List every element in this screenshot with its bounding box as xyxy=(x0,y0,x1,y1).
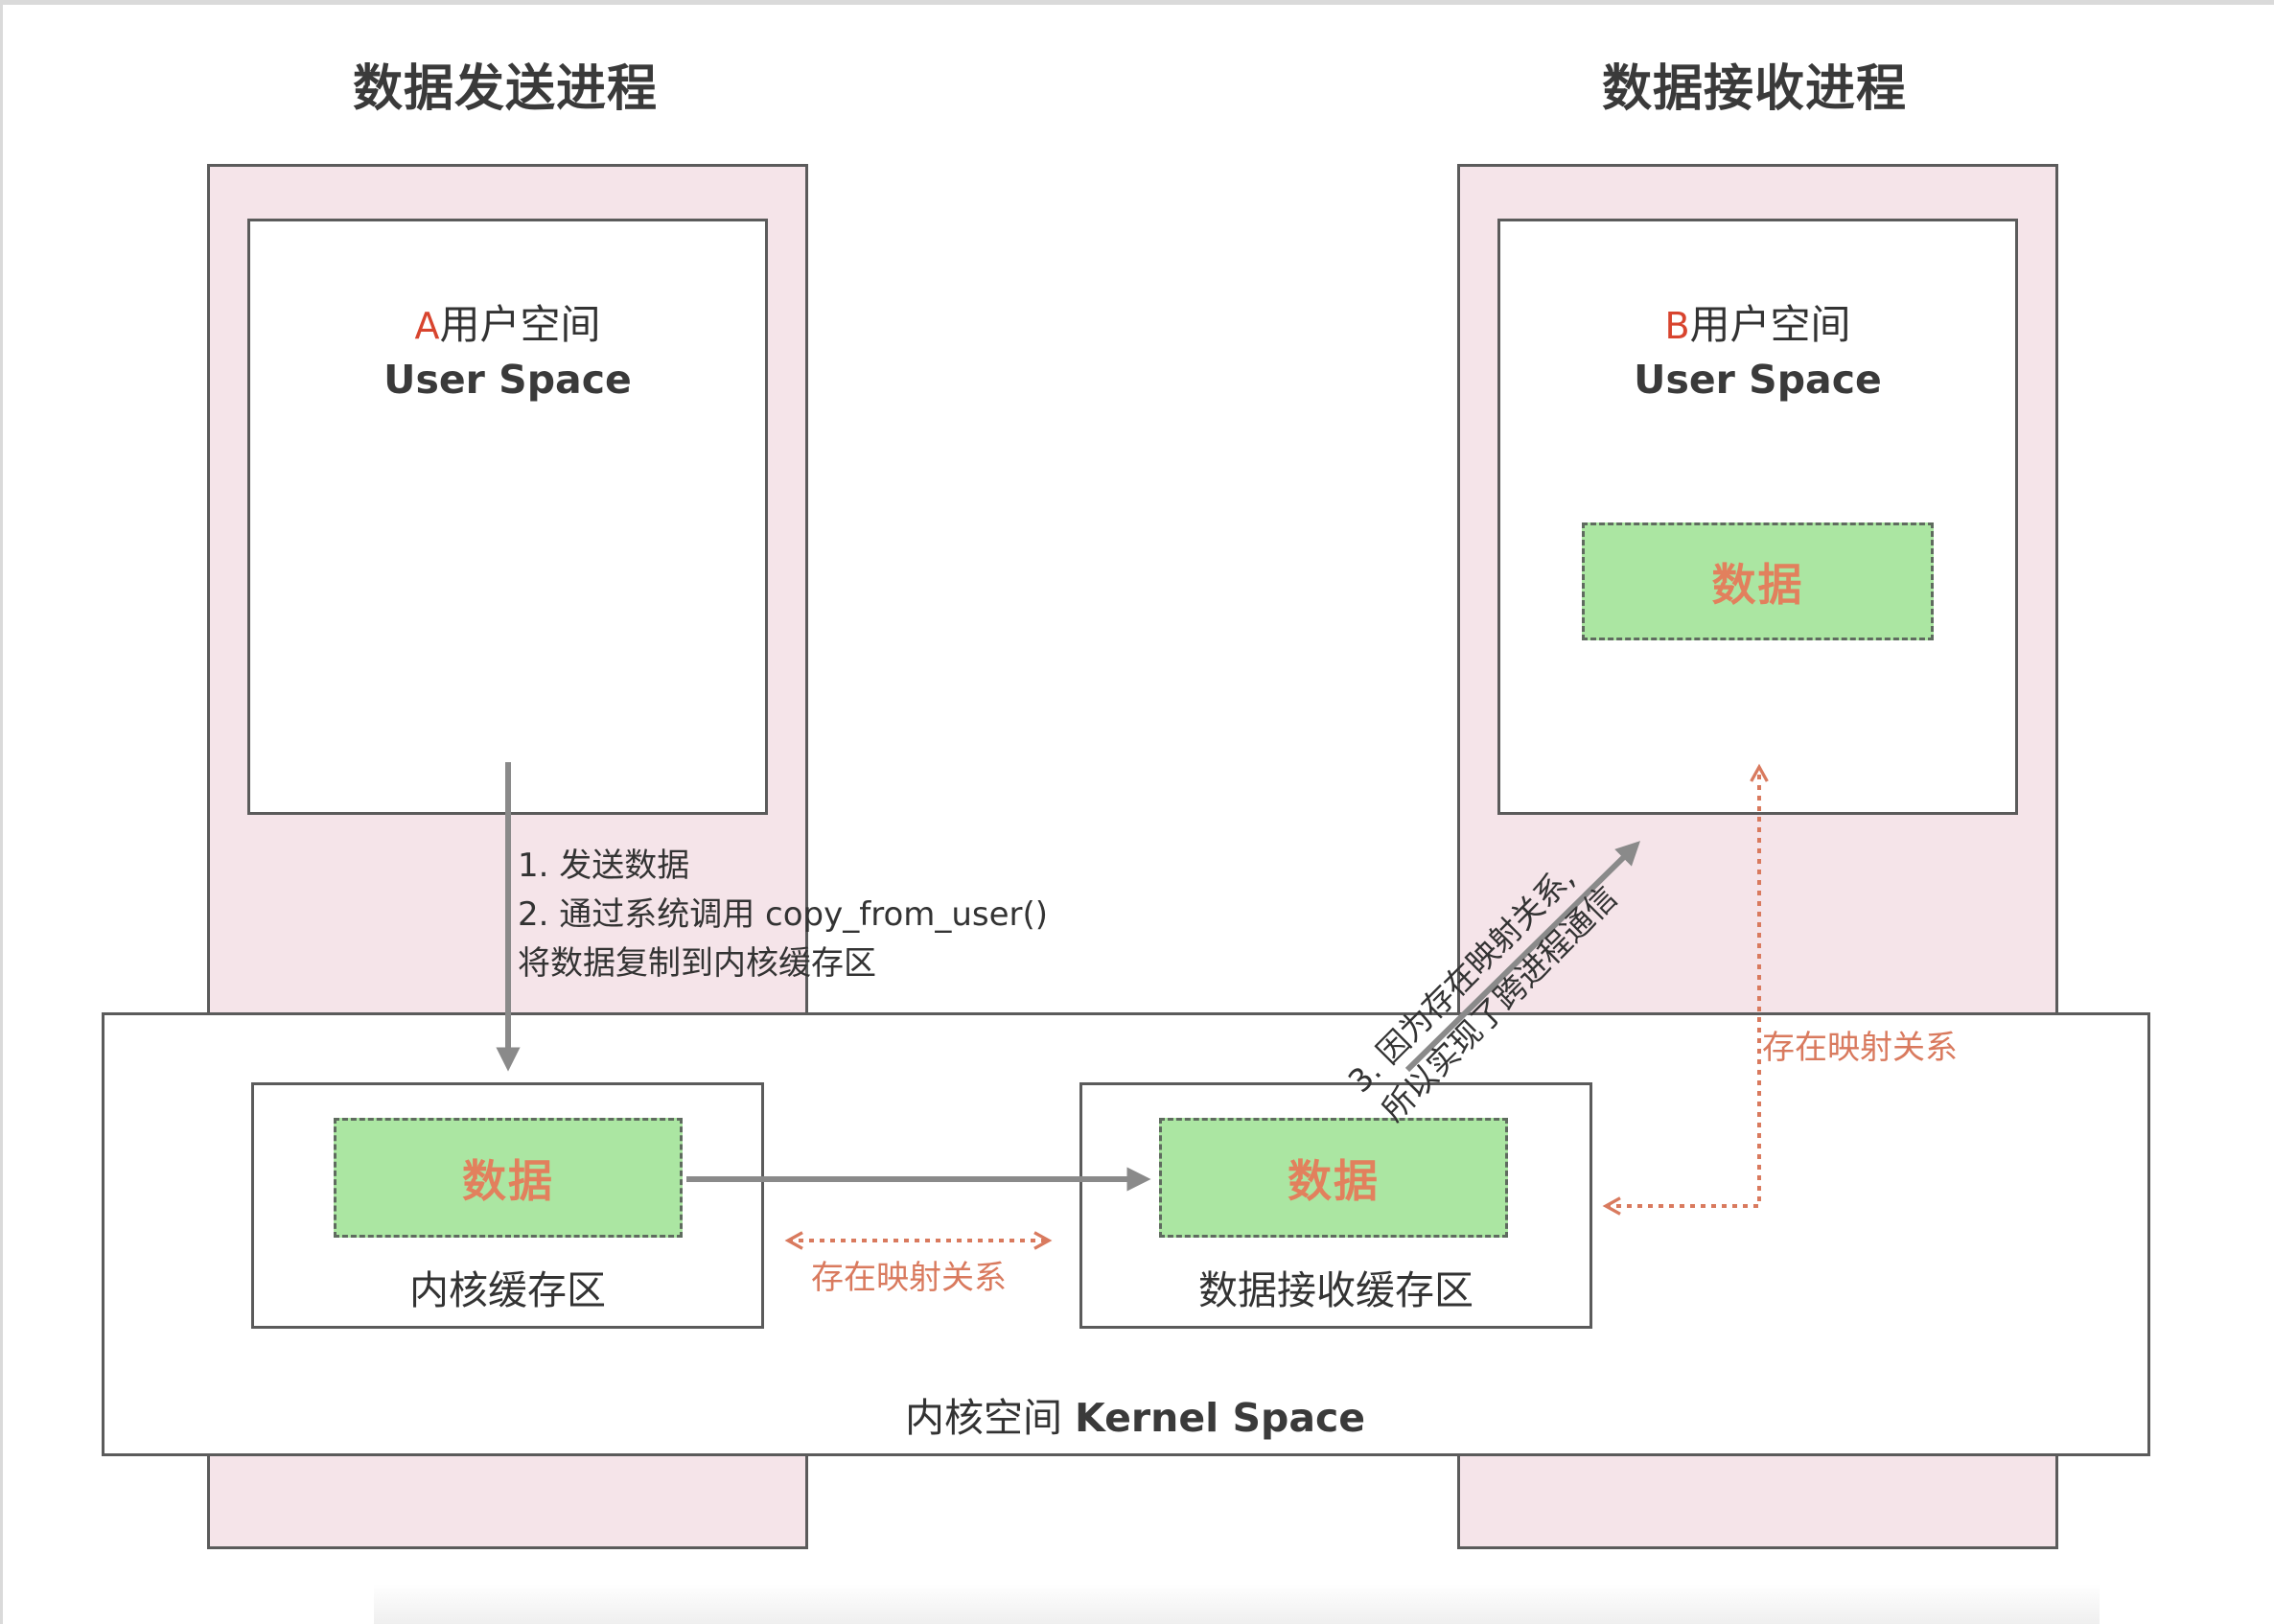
bottom-shadow xyxy=(374,1584,2100,1624)
user-space-b-label-en: User Space xyxy=(1634,357,1882,403)
step-1-text: 1. 发送数据 xyxy=(518,847,690,885)
kernel-buffer-data-block: 数据 xyxy=(334,1118,683,1238)
user-space-a-label: A用户空间 User Space xyxy=(247,292,768,403)
kernel-space-label: 内核空间 Kernel Space xyxy=(905,1385,1365,1443)
mapping-label-buffers: 存在映射关系 xyxy=(811,1259,1007,1297)
user-space-b-data-block: 数据 xyxy=(1582,522,1934,640)
kernel-buffer-label: 内核缓存区 xyxy=(409,1267,606,1313)
ipc-arrow xyxy=(1404,841,1640,1073)
kernel-buffer-data-text: 数据 xyxy=(462,1154,554,1207)
mapping-label-user-b: 存在映射关系 xyxy=(1762,1029,1958,1067)
receive-buffer-label: 数据接收缓存区 xyxy=(1198,1267,1473,1313)
user-space-a-letter: A xyxy=(414,305,440,347)
mapping-arrow-user-b xyxy=(1606,767,1759,1206)
top-border xyxy=(0,0,2274,5)
user-space-b-data-text: 数据 xyxy=(1711,558,1804,611)
user-space-a xyxy=(247,219,768,815)
user-space-a-label-cn: 用户空间 xyxy=(439,301,601,348)
user-space-b xyxy=(1497,219,2018,815)
sender-process-title: 数据发送进程 xyxy=(353,60,659,118)
kernel-space-label-en: Kernel Space xyxy=(1075,1395,1366,1441)
left-border xyxy=(0,0,3,1624)
user-space-b-label-cn: 用户空间 xyxy=(1689,301,1851,348)
receive-buffer-data-text: 数据 xyxy=(1288,1154,1380,1207)
receive-buffer-data-block: 数据 xyxy=(1159,1118,1508,1238)
receiver-process-title: 数据接收进程 xyxy=(1602,60,1908,118)
user-space-b-letter: B xyxy=(1664,305,1690,347)
kernel-space-label-cn: 内核空间 xyxy=(905,1395,1062,1441)
step-2-continued-text: 将数据复制到内核缓存区 xyxy=(518,944,876,983)
user-space-b-label: B用户空间 User Space xyxy=(1497,292,2018,403)
step-2-text: 2. 通过系统调用 copy_from_user() xyxy=(518,895,1049,934)
user-space-a-label-en: User Space xyxy=(383,357,632,403)
